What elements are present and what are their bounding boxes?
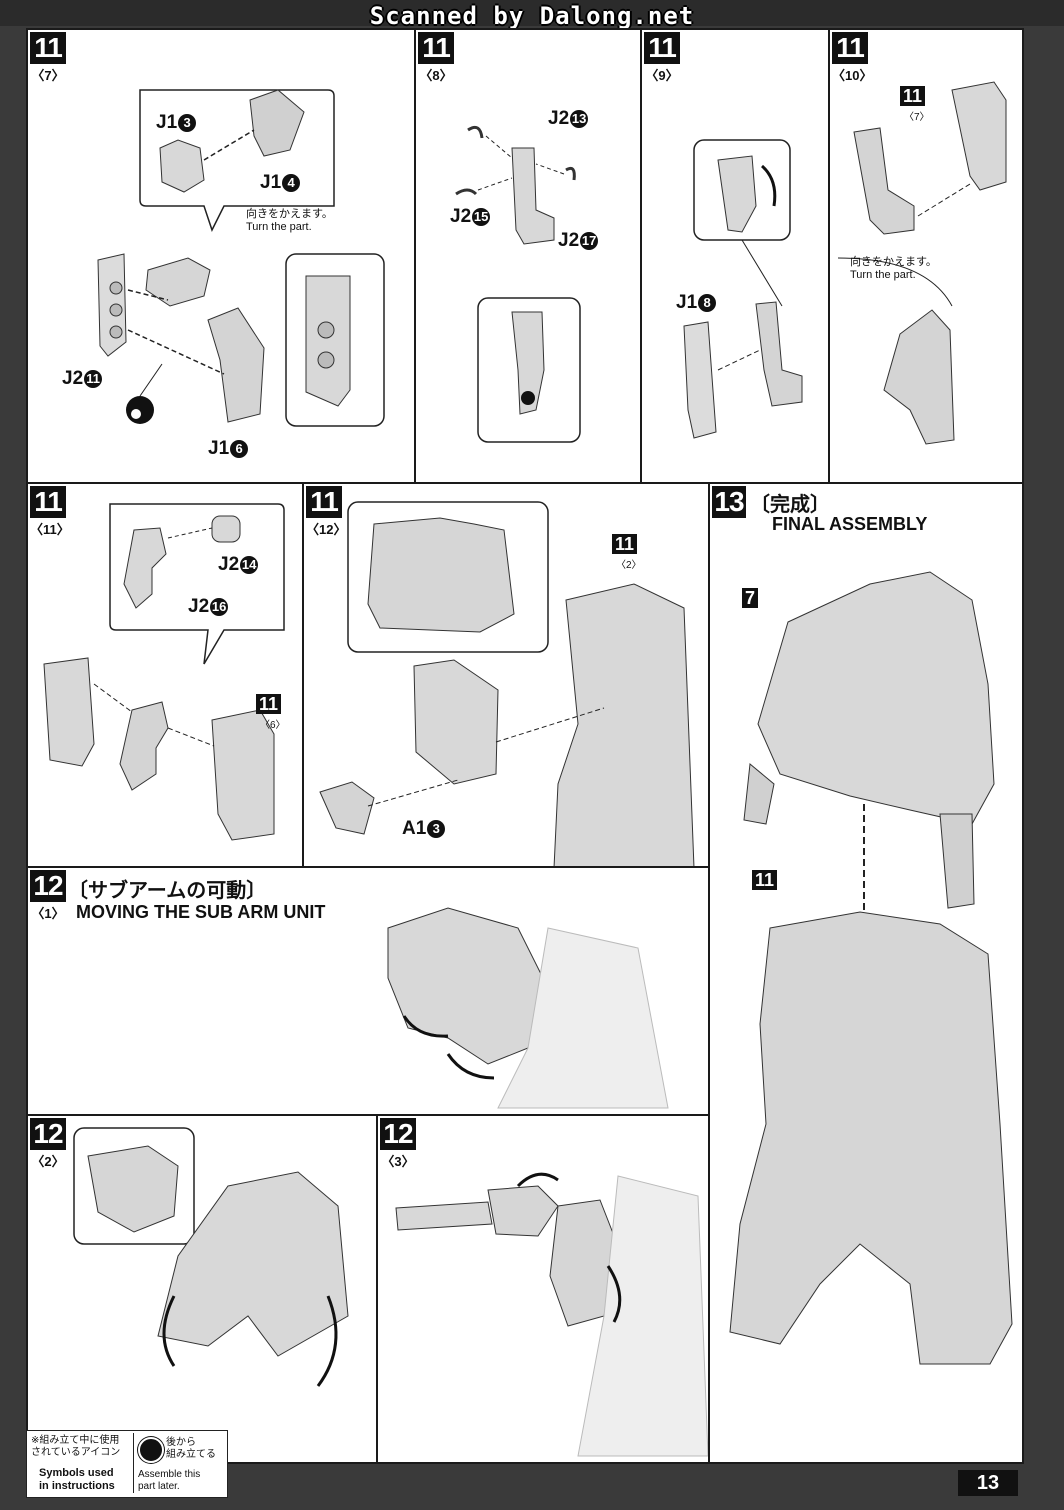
turn-note: 向きをかえます。Turn the part.: [246, 208, 333, 233]
step-badge: 11〈8〉: [418, 32, 454, 83]
parts-diagram: [395, 1172, 708, 1457]
step-badge: 11〈11〉: [30, 486, 70, 537]
final-title-jp: 〔完成〕: [750, 494, 830, 516]
section-title-en: MOVING THE SUB ARM UNIT: [76, 902, 326, 922]
panel-step-12-1: 12〈1〉 〔サブアームの可動〕 MOVING THE SUB ARM UNIT: [26, 866, 710, 1116]
parts-diagram: [73, 1127, 349, 1387]
scan-banner: Scanned by Dalong.net: [369, 2, 695, 30]
panel-step-12-2: 12〈2〉: [26, 1114, 378, 1464]
ref-step-badge: 11: [612, 534, 638, 554]
section-title-jp: 〔サブアームの可動〕: [68, 880, 267, 902]
legend-jp: ※組み立て中に使用 されているアイコン: [31, 1435, 121, 1458]
icon-legend: ※組み立て中に使用 されているアイコン Symbols used in inst…: [26, 1430, 228, 1498]
legend-en: Symbols used in instructions: [39, 1467, 115, 1492]
legend-icon-jp: 後から 組み立てる: [166, 1437, 216, 1460]
parts-diagram: [837, 81, 1007, 445]
ref-step-badge: 11: [900, 86, 926, 106]
turn-note: 向きをかえます。Turn the part.: [850, 256, 937, 281]
parts-diagram: [319, 501, 695, 866]
step-badge: 11〈12〉: [306, 486, 347, 537]
parts-diagram: [455, 125, 581, 443]
assemble-later-icon: [138, 1437, 164, 1463]
legend-icon-box: 後から 組み立てる Assemble this part later.: [133, 1433, 226, 1493]
step-badge: 11〈9〉: [644, 32, 680, 83]
panel-step-12-3: 12〈3〉: [376, 1114, 710, 1464]
ref-step-sub: 〈7〉: [904, 112, 930, 123]
ref-step-sub: 〈2〉: [616, 560, 642, 571]
final-assembly-diagram: [729, 571, 1013, 1365]
final-title-en: FINAL ASSEMBLY: [772, 514, 928, 534]
legend-icon-en: Assemble this part later.: [138, 1469, 201, 1492]
panel-step-13-final-assembly: 13 〔完成〕 FINAL ASSEMBLY 7 11: [708, 482, 1024, 1464]
ref-step-badge: 11: [752, 870, 778, 890]
parts-diagram: [387, 907, 669, 1109]
step-badge: 12〈3〉: [380, 1118, 416, 1169]
ref-step-badge: 7: [742, 588, 759, 608]
parts-diagram: [683, 139, 803, 439]
ref-step-sub: 〈6〉: [260, 720, 286, 731]
scan-bar: [0, 0, 1064, 26]
step-badge: 12〈2〉: [30, 1118, 66, 1169]
step-badge: 12〈1〉: [30, 870, 66, 921]
step-badge: 11〈7〉: [30, 32, 66, 83]
panel-step-11-10: 11〈10〉 11 〈7〉 向きをかえます。Turn the part.: [828, 28, 1024, 484]
ref-step-badge: 11: [256, 694, 282, 714]
page-number: 13: [958, 1470, 1018, 1496]
step-badge: 11〈10〉: [832, 32, 873, 83]
parts-diagram: [97, 89, 385, 427]
step-badge: 13: [712, 486, 746, 518]
parts-diagram: [43, 503, 285, 841]
